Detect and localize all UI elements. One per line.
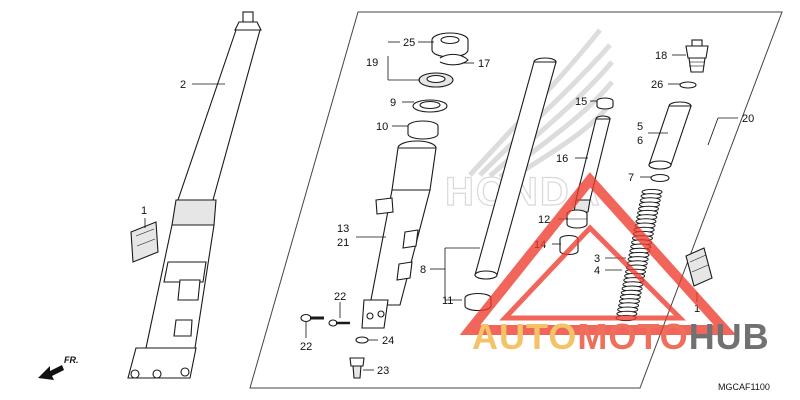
callout-part-6: 6 [637,135,643,147]
stop-ring-part [596,97,614,110]
gasket-part [355,336,369,344]
warning-triangle-inner-icon [499,224,687,321]
brand-hub: HUB [689,316,770,357]
leader-lines [144,41,738,371]
callout-part-8: 8 [420,264,426,276]
fork-pipe-part [474,57,557,280]
callout-labels: 2 1 25 19 17 9 10 13 21 8 11 15 16 12 1 4… [141,37,754,377]
callout-part-10: 10 [376,121,388,133]
callout-part-4: 4 [594,265,600,277]
callout-part-1-right: 1 [694,303,700,315]
clip-part [439,53,469,66]
fork-cap-bolt-part [685,39,709,73]
slide-bush-part [407,120,439,140]
automotohub-watermark: AUTOMOTOHUB [459,172,770,357]
seal-cap-part [431,32,469,58]
brand-moto: MOTO [577,316,688,357]
callout-part-20: 20 [742,113,754,125]
backup-ring-part [412,99,448,113]
callout-part-11: 11 [442,295,453,307]
callout-part-25: 25 [403,37,415,49]
callout-part-24: 24 [382,335,394,347]
callout-part-7: 7 [628,172,634,184]
callout-part-15: 15 [575,96,587,108]
bottom-case-part [361,140,437,329]
callout-part-1-left: 1 [141,205,147,217]
callout-part-12: 12 [538,214,550,226]
guard-pad-left-part [130,221,159,263]
bolt-upper-part [300,313,324,323]
callout-part-16: 16 [556,153,568,165]
oil-seal-part [418,72,454,88]
callout-part-19: 19 [366,57,378,69]
spacer-tube-part [648,101,692,170]
spring-seat-part [650,173,670,183]
callout-part-13: 13 [337,223,349,235]
callout-part-9: 9 [390,97,396,109]
svg-text:AUTOMOTOHUB: AUTOMOTOHUB [472,316,770,357]
fork-assembly-part [127,11,262,379]
diagram-code: MGCAF1100 [718,382,770,392]
callout-part-2: 2 [180,79,186,91]
callout-part-18: 18 [655,50,667,62]
callout-part-5: 5 [637,121,643,133]
assembly-frame [249,11,783,389]
callout-part-3: 3 [594,253,600,265]
callout-part-26: 26 [651,79,663,91]
warning-triangle-icon [459,172,737,335]
spring-collar-part [566,209,588,229]
bolt-small-part [328,319,350,327]
callout-part-22-lower: 22 [300,341,312,353]
guard-pad-right-part [685,247,713,287]
callout-part-22-upper: 22 [334,291,346,303]
front-direction-arrow-icon [38,365,64,380]
brand-auto: AUTO [472,316,577,357]
drain-bolt-part [349,357,365,379]
o-ring-part [679,81,697,89]
front-direction-label: FR. [64,355,79,365]
callout-part-17: 17 [478,58,490,70]
callout-part-21: 21 [337,237,349,249]
callout-part-23: 23 [377,365,389,377]
